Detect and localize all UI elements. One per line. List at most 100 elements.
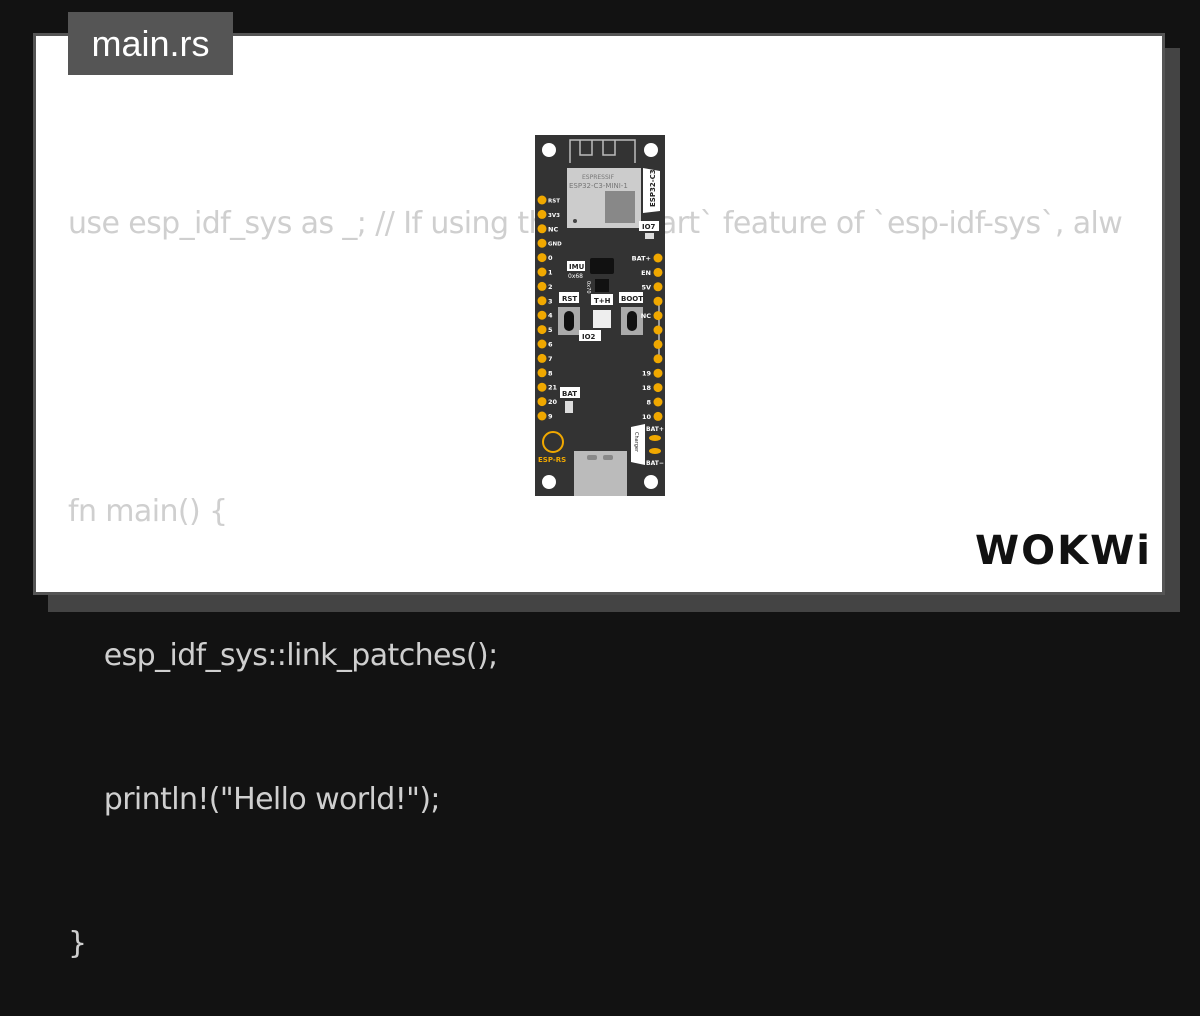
pin-label: 7 bbox=[548, 355, 553, 363]
pin-right[interactable] bbox=[653, 397, 663, 407]
bat-plus-pad[interactable] bbox=[649, 435, 661, 441]
charger-tag bbox=[631, 424, 645, 465]
pin-label: 0 bbox=[548, 254, 553, 262]
pin-label: 4 bbox=[548, 312, 553, 320]
pin-left[interactable] bbox=[537, 267, 547, 277]
pin-left[interactable] bbox=[537, 224, 547, 234]
pin-label: 8 bbox=[646, 399, 651, 407]
module-name: ESP32-C3-MINI-1 bbox=[569, 182, 628, 190]
pin-label: 21 bbox=[548, 384, 558, 392]
pin-left[interactable] bbox=[537, 253, 547, 263]
mount-hole bbox=[644, 475, 658, 489]
usb-c-connector[interactable] bbox=[574, 451, 627, 496]
pin-right[interactable] bbox=[653, 411, 663, 421]
led-io7 bbox=[645, 233, 654, 239]
pin1-dot bbox=[573, 219, 577, 223]
pin-label: 20 bbox=[548, 398, 558, 406]
chip-label: ESP32-C3 bbox=[649, 169, 657, 207]
pin-left[interactable] bbox=[537, 339, 547, 349]
wokwi-logo: WOKWi bbox=[975, 528, 1152, 574]
imu-addr: 0x68 bbox=[568, 273, 583, 280]
led-bat bbox=[565, 401, 573, 413]
pin-right[interactable] bbox=[653, 282, 663, 292]
pin-right[interactable] bbox=[653, 253, 663, 263]
pin-left[interactable] bbox=[537, 368, 547, 378]
bat-label-bg bbox=[560, 387, 580, 398]
pin-right[interactable] bbox=[653, 325, 663, 335]
pin-right[interactable] bbox=[653, 296, 663, 306]
mount-hole bbox=[644, 143, 658, 157]
usb-pad bbox=[587, 455, 597, 460]
pin-left[interactable] bbox=[537, 310, 547, 320]
boot-label: BOOT bbox=[621, 295, 643, 303]
pin-left[interactable] bbox=[537, 195, 547, 205]
io2-label-bg bbox=[579, 330, 601, 341]
pin-right[interactable] bbox=[653, 311, 663, 321]
pin-right[interactable] bbox=[653, 267, 663, 277]
pin-left[interactable] bbox=[537, 238, 547, 248]
pin-left[interactable] bbox=[537, 325, 547, 335]
pin-label: 18 bbox=[642, 384, 652, 392]
th-addr: 0x70 bbox=[585, 281, 591, 294]
pin-label: 8 bbox=[548, 369, 553, 377]
pin-left[interactable] bbox=[537, 397, 547, 407]
bat-minus-label: BAT− bbox=[646, 460, 664, 467]
imu-label-bg bbox=[567, 261, 585, 271]
th-label: T+H bbox=[594, 297, 611, 305]
esp-rs-logo-icon bbox=[542, 431, 564, 453]
rst-label: RST bbox=[562, 295, 577, 303]
mount-hole bbox=[542, 143, 556, 157]
pin-left[interactable] bbox=[537, 411, 547, 421]
bat-label: BAT bbox=[562, 390, 577, 398]
antenna bbox=[569, 139, 636, 163]
code-line: fn main() { bbox=[68, 494, 228, 529]
pin-label: 10 bbox=[642, 413, 652, 421]
pin-left[interactable] bbox=[537, 209, 547, 219]
code-line: } bbox=[68, 926, 87, 961]
pin-right[interactable] bbox=[653, 354, 663, 364]
pin-label: BAT+ bbox=[632, 255, 651, 263]
mount-hole bbox=[542, 475, 556, 489]
esp-rs-logo-text: ESP-RS bbox=[538, 456, 566, 464]
rst-button-cap[interactable] bbox=[564, 311, 574, 331]
imu-chip bbox=[590, 258, 614, 274]
pin-label: EN bbox=[641, 269, 651, 277]
boot-button-cap[interactable] bbox=[627, 311, 637, 331]
module-brand: ESPRESSIF bbox=[582, 174, 615, 181]
th-sensor bbox=[595, 279, 609, 292]
pin-label: 5 bbox=[548, 326, 553, 334]
file-tab: main.rs bbox=[68, 12, 233, 75]
esp32-c3-board[interactable]: ESPRESSIF ESP32-C3-MINI-1 ESP32-C3 IO7 I… bbox=[535, 135, 665, 496]
pin-label: NC bbox=[548, 225, 558, 233]
pin-left[interactable] bbox=[537, 296, 547, 306]
pin-label: 5V bbox=[641, 283, 651, 291]
io7-label: IO7 bbox=[642, 223, 656, 231]
pin-label: NC bbox=[641, 312, 651, 320]
io2-label: IO2 bbox=[582, 333, 596, 341]
pin-label: 9 bbox=[548, 413, 553, 421]
pin-left[interactable] bbox=[537, 353, 547, 363]
pin-label: 19 bbox=[642, 370, 652, 378]
imu-label: IMU bbox=[569, 263, 585, 271]
pin-label: RST bbox=[548, 199, 560, 205]
pin-label: 6 bbox=[548, 341, 553, 349]
chip-label-tag bbox=[643, 168, 660, 213]
charger-label: Charger bbox=[633, 432, 639, 453]
code-line: esp_idf_sys::link_patches(); bbox=[68, 638, 498, 673]
pin-label: 3 bbox=[548, 297, 553, 305]
bat-minus-pad[interactable] bbox=[649, 448, 661, 454]
rst-label-bg bbox=[559, 292, 579, 303]
pin-right[interactable] bbox=[653, 383, 663, 393]
usb-pad bbox=[603, 455, 613, 460]
pin-label: 2 bbox=[548, 283, 553, 291]
qr-code bbox=[605, 191, 635, 223]
pin-left[interactable] bbox=[537, 281, 547, 291]
pin-right[interactable] bbox=[653, 339, 663, 349]
io7-label-bg bbox=[639, 221, 659, 231]
pin-label: 1 bbox=[548, 269, 553, 277]
rgb-led bbox=[593, 310, 611, 328]
pin-left[interactable] bbox=[537, 382, 547, 392]
pin-label: 3V3 bbox=[548, 213, 560, 219]
boot-label-bg bbox=[619, 292, 643, 303]
pin-right[interactable] bbox=[653, 368, 663, 378]
